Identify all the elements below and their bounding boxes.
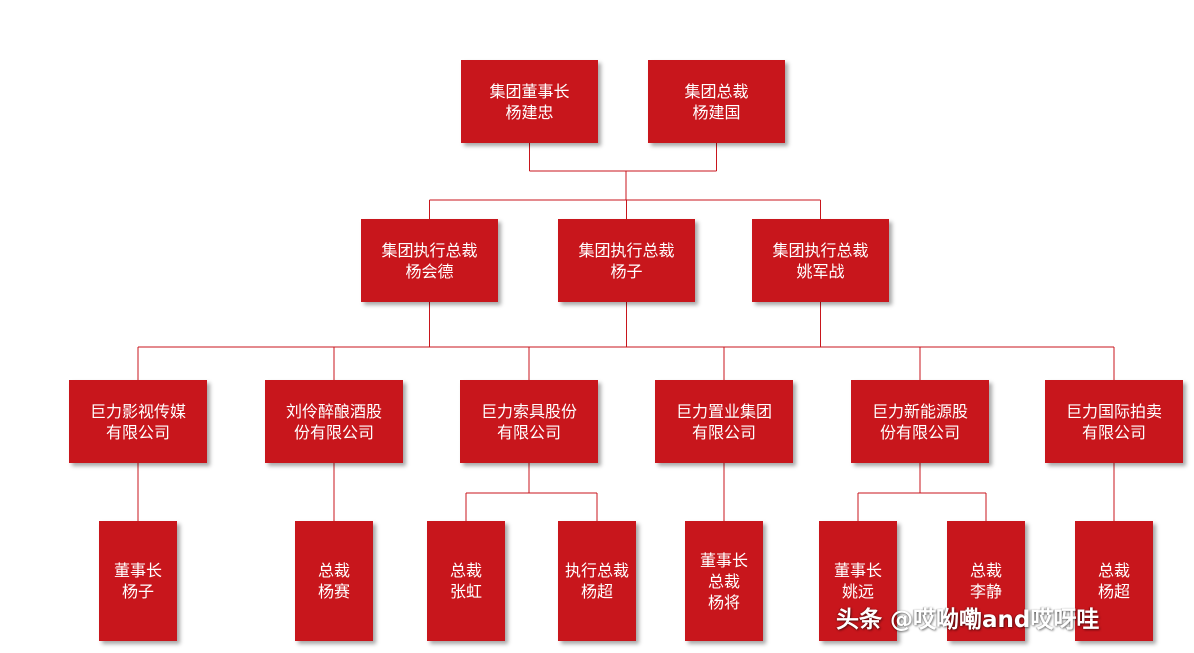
node-label-line: 杨超 [1097,582,1130,601]
company-node: 巨力置业集团有限公司 [655,380,793,463]
node-label-line: 有限公司 [691,422,756,442]
company-leader-node: 董事长总裁杨将 [685,521,763,641]
node-label-line: 总裁 [1097,561,1130,580]
node-label-line: 杨建国 [692,102,741,122]
node-label-line: 董事长 [699,550,748,570]
node-label-line: 杨子 [610,261,643,281]
node-label-line: 巨力置业集团 [675,401,772,421]
node-label-line: 集团执行总裁 [381,240,478,260]
company-node: 刘伶醉酿酒股份有限公司 [265,380,403,463]
company-leader-node: 总裁李静 [947,521,1025,641]
node-label-line: 姚远 [841,582,874,601]
node-label-line: 集团董事长 [489,81,570,101]
watermark-text: 头条 @哎呦嘞and哎呀哇 [836,607,1100,633]
node-label-line: 巨力国际拍卖 [1065,401,1162,421]
node-label-line: 杨会德 [405,261,454,281]
company-leader-node: 总裁杨超 [1075,521,1153,641]
chairman-node: 集团董事长杨建忠 [461,60,598,143]
node-label-line: 姚军战 [796,261,845,281]
company-leader-node: 董事长姚远 [819,521,897,641]
node-label-line: 总裁 [317,561,350,580]
node-label-line: 杨将 [707,592,740,612]
node-label-line: 总裁 [449,561,482,580]
company-node: 巨力新能源股份有限公司 [851,380,989,463]
node-label-line: 张虹 [449,582,482,601]
node-label-line: 集团总裁 [684,81,749,101]
node-label-line: 刘伶醉酿酒股 [285,401,382,421]
node-label-line: 总裁 [969,561,1002,580]
executive-president-node: 集团执行总裁杨子 [558,219,695,302]
node-label-line: 巨力影视传媒 [89,401,186,421]
node-label-line: 集团执行总裁 [578,240,675,260]
node-label-line: 李静 [969,582,1002,601]
node-label-line: 杨超 [580,582,613,601]
node-label-line: 董事长 [113,561,162,580]
company-node: 巨力影视传媒有限公司 [69,380,207,463]
node-label-line: 执行总裁 [564,561,629,580]
node-label-line: 巨力索具股份 [480,401,577,421]
node-label-line: 份有限公司 [879,422,960,442]
node-label-line: 杨赛 [317,582,350,601]
connector-lines [137,143,1115,521]
node-label-line: 杨子 [121,582,154,601]
node-label-line: 董事长 [833,561,882,580]
node-label-line: 巨力新能源股 [871,401,968,421]
company-leader-node: 执行总裁杨超 [558,521,636,641]
company-node: 巨力索具股份有限公司 [460,380,598,463]
executive-president-node: 集团执行总裁杨会德 [361,219,498,302]
president-node: 集团总裁杨建国 [648,60,785,143]
node-label-line: 集团执行总裁 [772,240,869,260]
company-leader-node: 总裁张虹 [427,521,505,641]
company-leader-node: 总裁杨赛 [295,521,373,641]
node-label-line: 有限公司 [496,422,561,442]
node-label-line: 份有限公司 [293,422,374,442]
company-node: 巨力国际拍卖有限公司 [1045,380,1183,463]
executive-president-node: 集团执行总裁姚军战 [752,219,889,302]
node-label-line: 有限公司 [105,422,170,442]
node-label-line: 有限公司 [1081,422,1146,442]
node-label-line: 总裁 [707,571,740,591]
node-label-line: 杨建忠 [505,102,554,122]
company-leader-node: 董事长杨子 [99,521,177,641]
